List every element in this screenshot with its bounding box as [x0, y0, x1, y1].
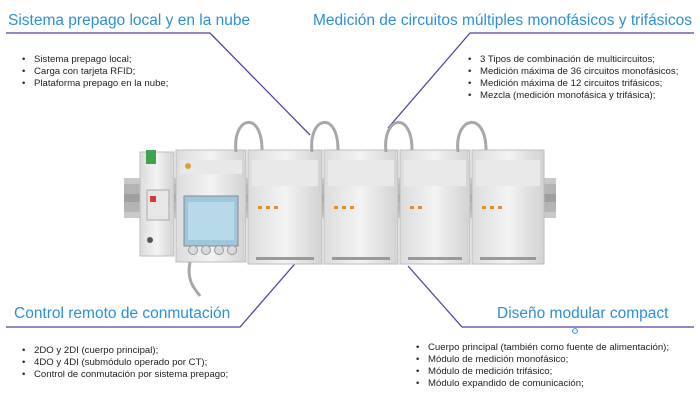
list-item: Módulo de medición monofásico; [416, 354, 669, 366]
title-measurement: Medición de circuitos múltiples monofási… [312, 12, 692, 29]
list-item: Cuerpo principal (también como fuente de… [416, 342, 669, 354]
measurement-modules [247, 149, 545, 265]
list-item: 4DO y 4DI (submódulo operado por CT); [22, 357, 228, 369]
list-item: 2DO y 2DI (cuerpo principal); [22, 345, 228, 357]
list-item: Módulo expandido de comunicación; [416, 378, 669, 390]
breaker-unit [139, 150, 175, 257]
main-body-module [175, 149, 247, 263]
title-prepaid: Sistema prepago local y en la nube [8, 12, 251, 29]
list-remote: 2DO y 2DI (cuerpo principal); 4DO y 4DI … [22, 345, 228, 381]
list-item: Control de conmutación por sistema prepa… [22, 369, 228, 381]
list-modular: Cuerpo principal (también como fuente de… [416, 342, 669, 390]
list-item: Módulo de medición trifásico; [416, 366, 669, 378]
ct-cables [187, 120, 488, 297]
